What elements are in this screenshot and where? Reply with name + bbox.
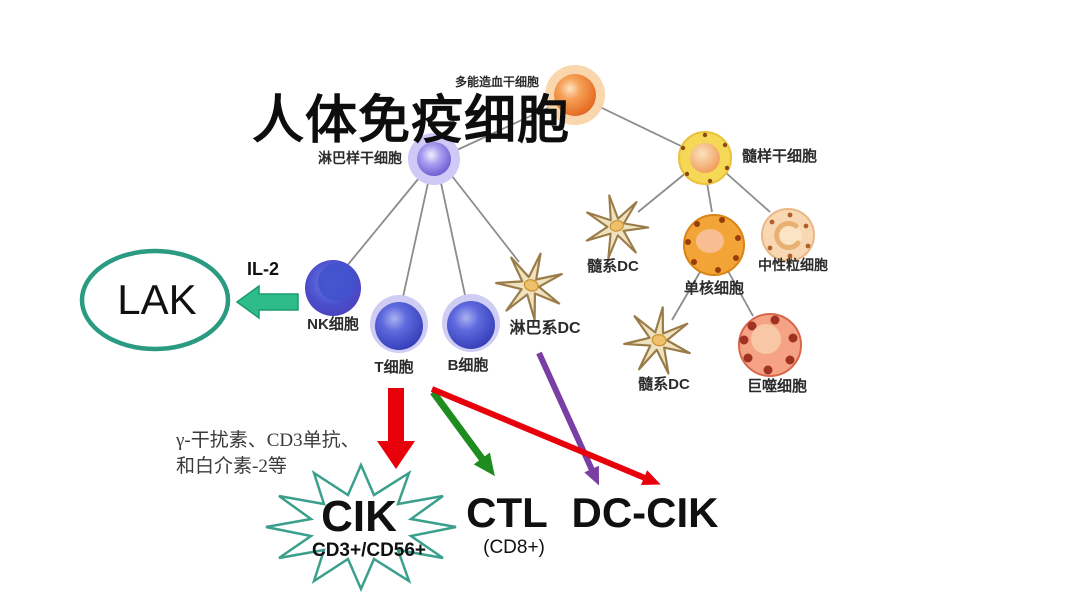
myeloid-dc-upper-icon <box>577 187 654 264</box>
myeloid-dc-lower-icon <box>619 301 697 378</box>
red-arrow-t-to-dccik <box>430 386 661 485</box>
neutrophil-label: 中性粒细胞 <box>758 257 828 273</box>
myeloid-stem-cell-icon <box>678 131 732 185</box>
il2-label: IL-2 <box>246 259 280 279</box>
lak-text: LAK <box>117 276 197 323</box>
t-cell-label: T细胞 <box>374 359 414 376</box>
monocyte-cell-icon <box>683 214 745 276</box>
lymphoid-stem-label: 淋巴样干细胞 <box>318 150 402 166</box>
neutrophil-cell-icon <box>761 208 815 262</box>
myeloid-dc-lower-label: 髓系DC <box>638 376 690 393</box>
nk-cell-label: NK细胞 <box>307 316 359 333</box>
t-cell-icon <box>370 295 428 353</box>
hsc-cell-icon <box>545 65 605 125</box>
b-cell-label: B细胞 <box>447 357 489 374</box>
nk-cell-icon <box>305 260 361 316</box>
lymphoid-dc-icon <box>487 242 574 327</box>
lymphoid-dc-label: 淋巴系DC <box>509 320 581 337</box>
page-title: 人体免疫细胞 <box>252 93 571 150</box>
tree-connector-lines <box>345 106 771 321</box>
il2-arrow <box>235 284 299 320</box>
monocyte-label: 单核细胞 <box>683 280 745 297</box>
cytokines-line1: γ-干扰素、CD3单抗、 <box>176 430 360 451</box>
myeloid-dc-upper-label: 髓系DC <box>587 258 639 275</box>
macrophage-cell-icon <box>738 313 802 377</box>
b-cell-icon <box>442 294 500 352</box>
ctl-marker-text: (CD8+) <box>483 537 545 558</box>
macrophage-label: 巨噬细胞 <box>746 378 808 395</box>
red-block-arrow-t-to-cik <box>377 388 415 469</box>
myeloid-stem-label: 髓样干细胞 <box>742 148 818 165</box>
cik-markers-text: CD3+/CD56+ <box>311 540 427 561</box>
dc-cik-text: DC-CIK <box>571 489 719 536</box>
cik-starburst <box>265 461 457 593</box>
lak-ellipse <box>79 248 231 352</box>
lymphoid-stem-cell-icon <box>408 133 460 185</box>
ctl-text: CTL <box>466 489 548 536</box>
cytokines-note: γ-干扰素、CD3单抗、 和白介素-2等 <box>176 428 360 480</box>
hsc-label: 多能造血干细胞 <box>454 75 540 89</box>
cytokines-line2: 和白介素-2等 <box>176 456 287 477</box>
green-arrow-t-to-ctl <box>430 389 495 477</box>
cik-text: CIK <box>321 492 397 541</box>
